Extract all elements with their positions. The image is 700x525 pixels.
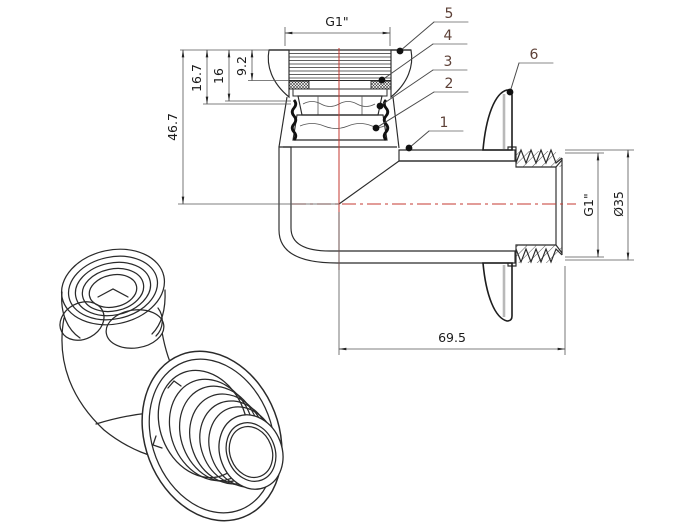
isometric-view — [59, 248, 284, 522]
iso-nut — [59, 248, 168, 349]
dim-dia-35: Ø35 — [611, 191, 626, 217]
callout-5: 5 — [396, 6, 469, 55]
section-view: G1" 46.7 16.7 16 9.2 G1" Ø35 69.5 5 4 — [165, 6, 634, 355]
callout-2: 2 — [372, 76, 469, 132]
callout-1: 1 — [405, 115, 464, 152]
internal-threads — [289, 53, 391, 82]
nut-right-section — [390, 49, 413, 99]
svg-text:3: 3 — [444, 54, 453, 70]
dim-9-2: 9.2 — [234, 56, 249, 76]
seal-coil-right — [382, 99, 390, 141]
elbow-wall-section — [278, 146, 516, 264]
svg-text:6: 6 — [530, 47, 539, 63]
seat-plate — [292, 88, 388, 97]
callout-6: 6 — [506, 47, 554, 96]
male-thread-end — [507, 146, 563, 267]
svg-text:4: 4 — [444, 28, 453, 44]
dim-69-5: 69.5 — [438, 330, 466, 345]
body-left-edge — [278, 96, 288, 148]
wall-flange — [482, 89, 513, 322]
bore-transition — [338, 160, 400, 205]
callout-3: 3 — [376, 54, 468, 110]
dimensions: G1" 46.7 16.7 16 9.2 G1" Ø35 69.5 — [165, 14, 634, 355]
callouts: 5 4 3 2 — [372, 6, 554, 152]
iso-flange — [141, 350, 284, 522]
dim-16: 16 — [211, 68, 226, 84]
seal-coil-left — [290, 99, 298, 141]
pipe-top-wall — [398, 149, 516, 162]
dim-g1-side: G1" — [581, 193, 596, 216]
dim-46-7: 46.7 — [165, 113, 180, 141]
svg-text:5: 5 — [445, 6, 454, 22]
washer-left — [288, 80, 310, 90]
callout-4: 4 — [378, 28, 468, 84]
dim-16-7: 16.7 — [189, 64, 204, 92]
svg-text:2: 2 — [445, 76, 454, 92]
nut-left-section — [267, 49, 290, 99]
dim-g1-top: G1" — [325, 14, 348, 29]
body-right-edge — [392, 96, 400, 149]
svg-text:1: 1 — [440, 115, 449, 131]
